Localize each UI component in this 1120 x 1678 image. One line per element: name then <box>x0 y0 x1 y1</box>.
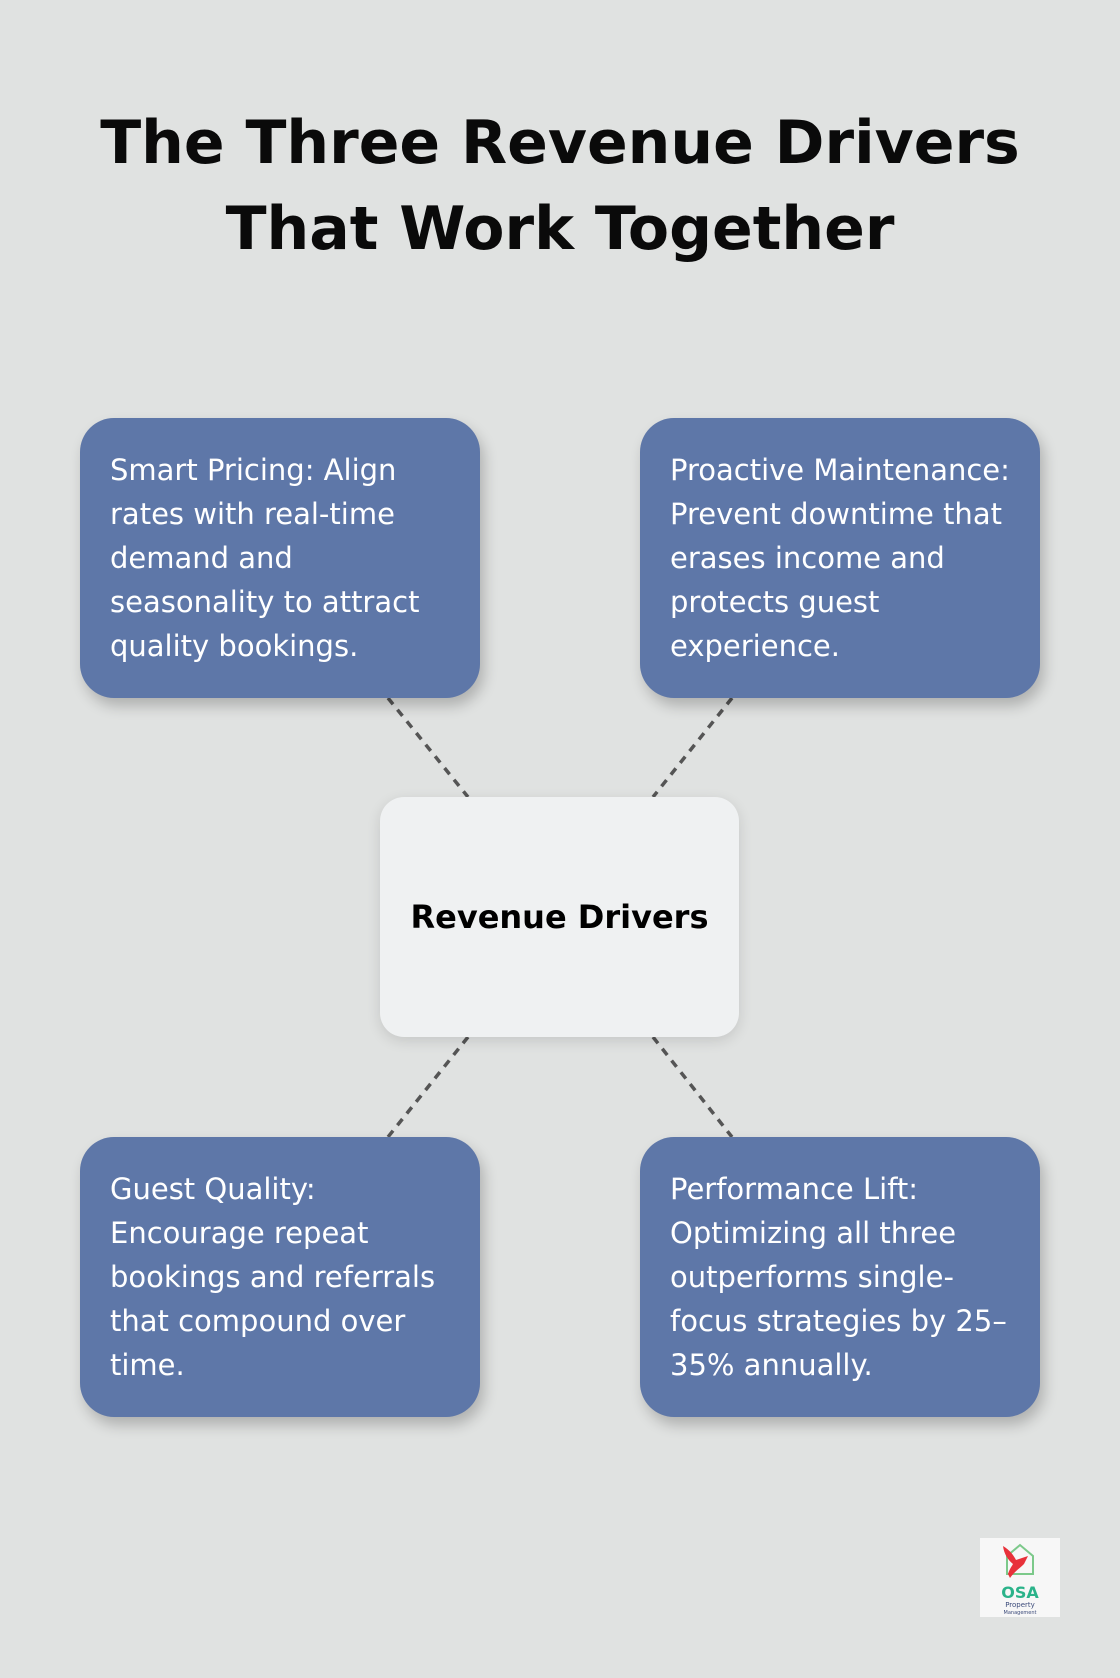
osa-logo: OSA Property Management <box>980 1538 1060 1617</box>
connector-top-right <box>651 696 734 799</box>
connector-top-left <box>386 696 470 799</box>
title-line-1: The Three Revenue Drivers <box>100 108 1020 178</box>
svg-text:OSA: OSA <box>1001 1583 1039 1602</box>
node-guest-quality: Guest Quality: Encourage repeat bookings… <box>80 1137 480 1417</box>
svg-text:Property: Property <box>1005 1601 1035 1609</box>
center-label: Revenue Drivers <box>410 898 709 936</box>
node-performance-lift: Performance Lift: Optimizing all three o… <box>640 1137 1040 1417</box>
node-smart-pricing: Smart Pricing: Align rates with real-tim… <box>80 418 480 698</box>
title-line-2: That Work Together <box>225 194 895 264</box>
logo-icon: OSA Property Management <box>1001 1543 1039 1616</box>
svg-text:Management: Management <box>1004 1610 1037 1616</box>
center-node: Revenue Drivers <box>380 797 739 1037</box>
connector-bottom-right <box>651 1035 734 1139</box>
connector-bottom-left <box>386 1035 470 1139</box>
node-proactive-maintenance: Proactive Maintenance: Prevent downtime … <box>640 418 1040 698</box>
